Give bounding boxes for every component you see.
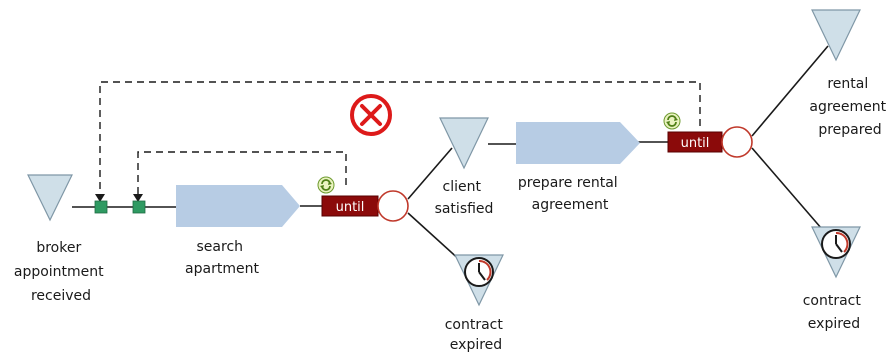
event-rental-agreement-prepared: rental agreement prepared — [809, 9, 887, 138]
connector-square — [132, 200, 146, 214]
connector-square — [94, 200, 108, 214]
event-label: rental agreement prepared — [809, 76, 887, 138]
event-label: broker appointment received — [14, 240, 108, 304]
event-label: client satisfied — [435, 179, 494, 217]
flow-line — [407, 212, 463, 263]
flow-line — [751, 147, 829, 237]
loop-back-line-inner — [137, 151, 347, 199]
until-block-1: until — [321, 195, 379, 217]
arrowhead-inner — [133, 194, 143, 202]
function-shape — [516, 122, 640, 164]
event-contract-expired-2: contract expired — [803, 226, 866, 332]
function-label: prepare rental agreement — [518, 175, 622, 213]
clock-icon — [464, 257, 494, 287]
xor-connector — [377, 190, 409, 222]
event-label: contract expired — [803, 293, 866, 332]
until-label: until — [336, 200, 365, 215]
loop-icon — [317, 176, 335, 194]
event-triangle — [811, 9, 861, 62]
clock-icon — [821, 229, 851, 259]
loop-icon — [663, 112, 681, 130]
error-icon — [350, 94, 392, 136]
flow-line — [751, 45, 829, 137]
arrowhead-outer — [95, 194, 105, 202]
event-contract-expired-1: contract expired — [445, 254, 508, 353]
event-label: contract expired — [445, 317, 508, 353]
event-broker-appointment: broker appointment received — [14, 174, 108, 304]
function-label: search apartment — [185, 239, 259, 277]
event-triangle — [439, 117, 489, 170]
function-prepare-rental-agreement: prepare rental agreement — [516, 122, 640, 213]
until-block-2: until — [667, 131, 723, 153]
until-label: until — [681, 136, 710, 151]
event-client-satisfied: client satisfied — [435, 117, 494, 217]
event-triangle — [27, 174, 73, 222]
function-shape — [176, 185, 300, 227]
xor-connector — [721, 126, 753, 158]
loop-back-line-outer — [99, 81, 701, 199]
flow-line — [407, 147, 453, 200]
function-search-apartment: search apartment — [176, 185, 300, 277]
